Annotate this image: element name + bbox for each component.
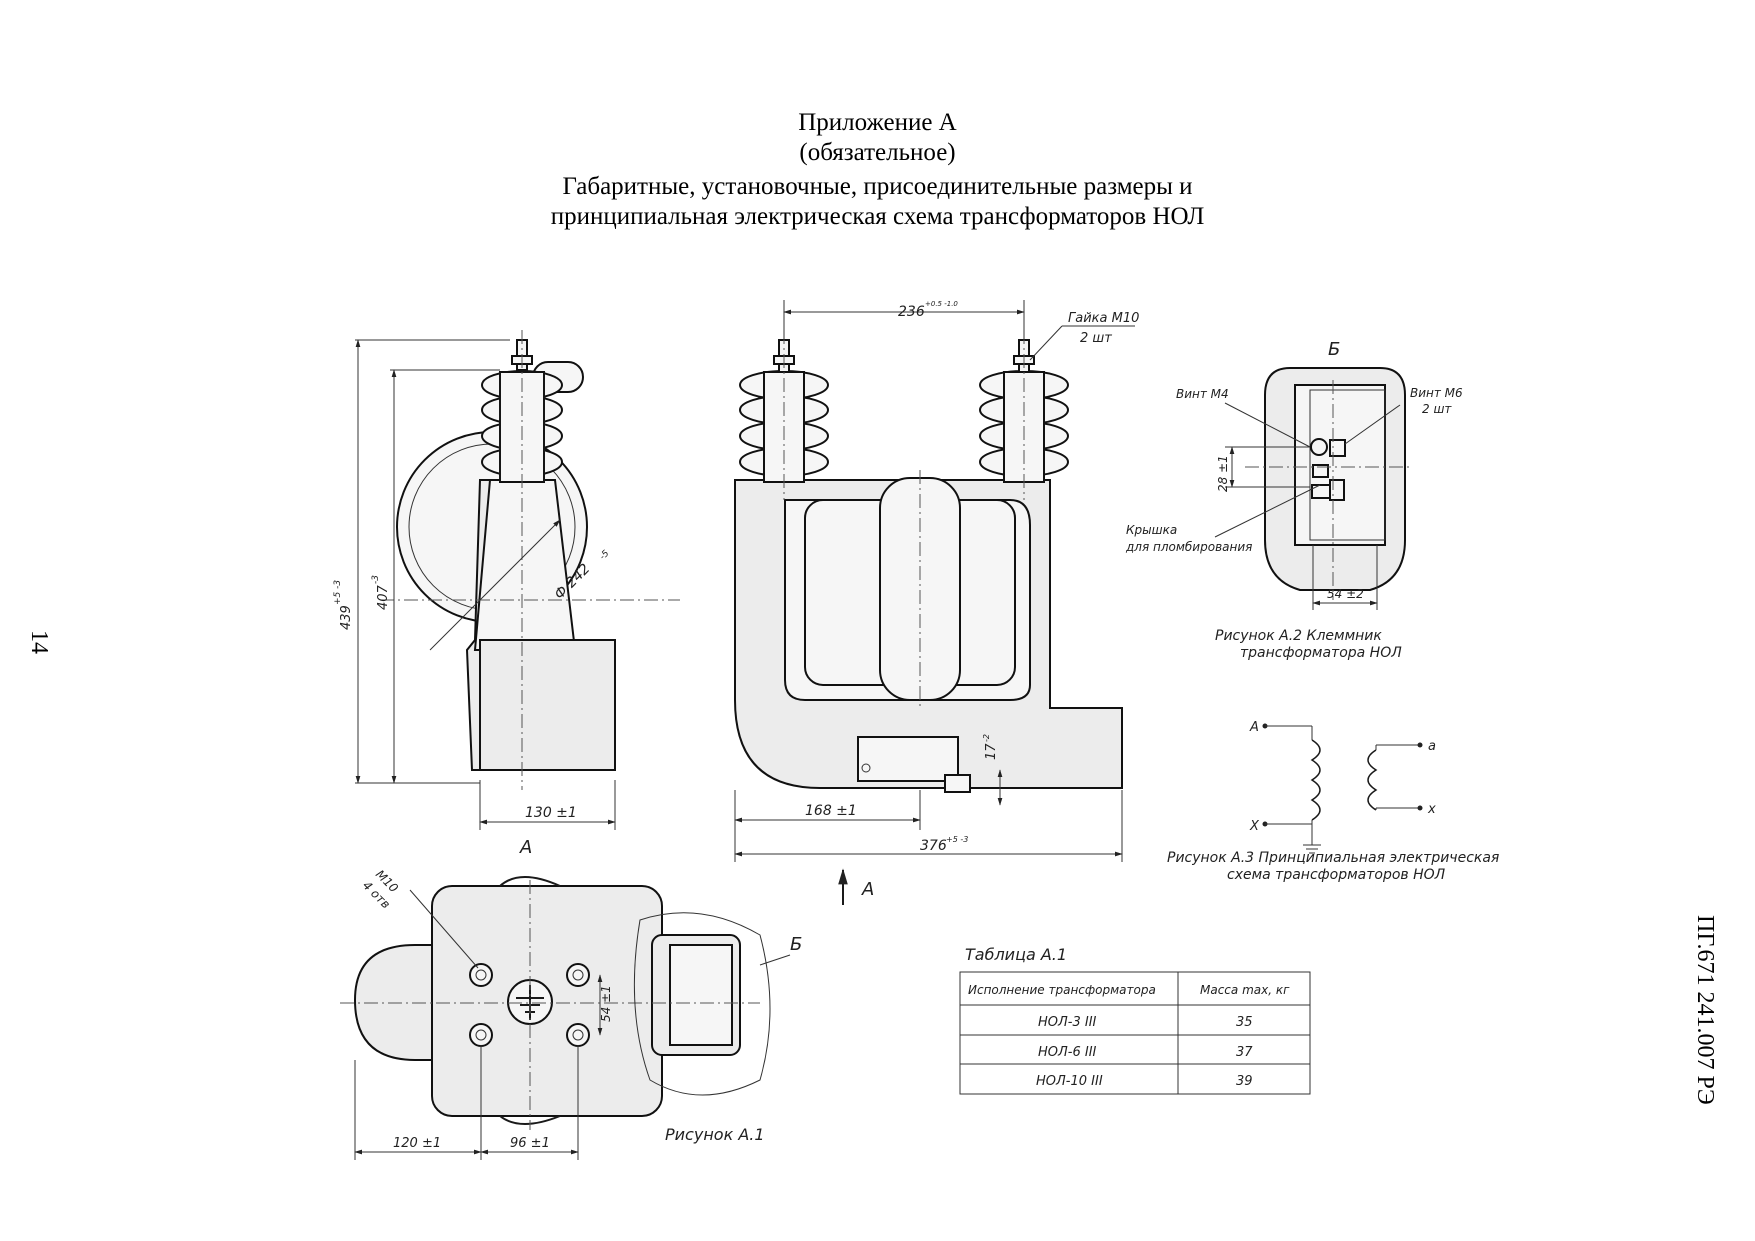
view-b-callout: Б <box>790 934 802 955</box>
label-screw-m6: Винт М6 <box>1410 386 1463 400</box>
dim-base-width: 130 ±1 <box>525 805 577 821</box>
label-cover2: для пломбирования <box>1125 540 1252 554</box>
dim-overall-height-tol: +5 -3 <box>333 580 343 605</box>
label-cover: Крышка <box>1126 523 1177 537</box>
view-a-label: А <box>519 837 532 858</box>
figure-a2-caption-line2: трансформатора НОЛ <box>1240 645 1402 661</box>
table-header-variant: Исполнение трансформатора <box>968 983 1156 997</box>
table-cell: 37 <box>1236 1045 1253 1060</box>
dim-terminal-spacing-tol: +0.5 -1.0 <box>925 300 958 308</box>
front-view-drawing <box>734 300 1135 905</box>
dim-diameter-tol: -5 <box>598 549 612 563</box>
appendix-status: (обязательное) <box>799 139 956 166</box>
label-nut-qty: 2 шт <box>1080 331 1112 346</box>
table-caption: Таблица А.1 <box>965 945 1067 964</box>
dim-overall-height: 439 <box>339 605 354 630</box>
figure-a2-caption-line1: Рисунок А.2 Клеммник <box>1215 628 1382 644</box>
dim-term-width: 54 ±2 <box>1327 587 1364 601</box>
side-view-drawing <box>355 330 680 830</box>
dim-plan-hole: 54 ±1 <box>599 985 613 1022</box>
appendix-heading-line2: принципиальная электрическая схема транс… <box>550 203 1205 230</box>
figure-a3-caption-line2: схема трансформаторов НОЛ <box>1227 867 1446 883</box>
view-b-label: Б <box>1328 339 1340 360</box>
schematic-diagram <box>1262 723 1423 854</box>
table-cell: НОЛ-10 III <box>1036 1074 1103 1089</box>
dim-box-height: 17 <box>984 743 999 760</box>
insulator-sheds <box>481 361 584 483</box>
figure-a3-caption-line1: Рисунок А.3 Принципиальная электрическая <box>1167 850 1499 866</box>
table-cell: 35 <box>1236 1015 1253 1030</box>
appendix-title: Приложение А <box>798 109 957 136</box>
table-cell: НОЛ-3 III <box>1038 1015 1097 1030</box>
arrow-a-label: А <box>861 879 874 900</box>
dim-box-height-tol: -2 <box>982 734 991 742</box>
label-screw-m6-qty: 2 шт <box>1422 402 1452 416</box>
dim-overall-length: 376 <box>920 838 947 854</box>
terminal-block-drawing <box>1214 367 1410 610</box>
dim-plan-left: 120 ±1 <box>393 1136 441 1151</box>
dim-height2: 407 <box>376 584 391 610</box>
dim-height2-tol: -3 <box>371 575 381 584</box>
table-header-mass: Масса max, кг <box>1200 983 1290 997</box>
table-cell: НОЛ-6 III <box>1038 1045 1097 1060</box>
schematic-label-a: а <box>1428 739 1436 754</box>
label-nut: Гайка М10 <box>1068 311 1139 326</box>
schematic-label-X: Х <box>1249 819 1260 834</box>
schematic-label-A: А <box>1249 720 1259 735</box>
dim-term-height: 28 ±1 <box>1216 455 1230 492</box>
label-screw-m4: Винт М4 <box>1176 387 1229 401</box>
figure-a1-caption: Рисунок А.1 <box>665 1125 765 1144</box>
drawing-labels: 439 +5 -3 407 -3 Ф 242 -5 130 ±1 А 236 +… <box>333 300 1499 1151</box>
plan-view-drawing <box>340 876 791 1160</box>
dim-terminal-spacing: 236 <box>898 304 925 320</box>
dim-plan-mid: 96 ±1 <box>510 1136 550 1151</box>
mass-table <box>959 971 1311 1095</box>
dim-overall-length-tol: +5 -3 <box>946 835 968 844</box>
schematic-label-x: х <box>1427 802 1436 817</box>
table-cell: 39 <box>1236 1074 1253 1089</box>
dim-offset: 168 ±1 <box>805 803 857 819</box>
appendix-heading-line1: Габаритные, установочные, присоединитель… <box>562 173 1193 200</box>
